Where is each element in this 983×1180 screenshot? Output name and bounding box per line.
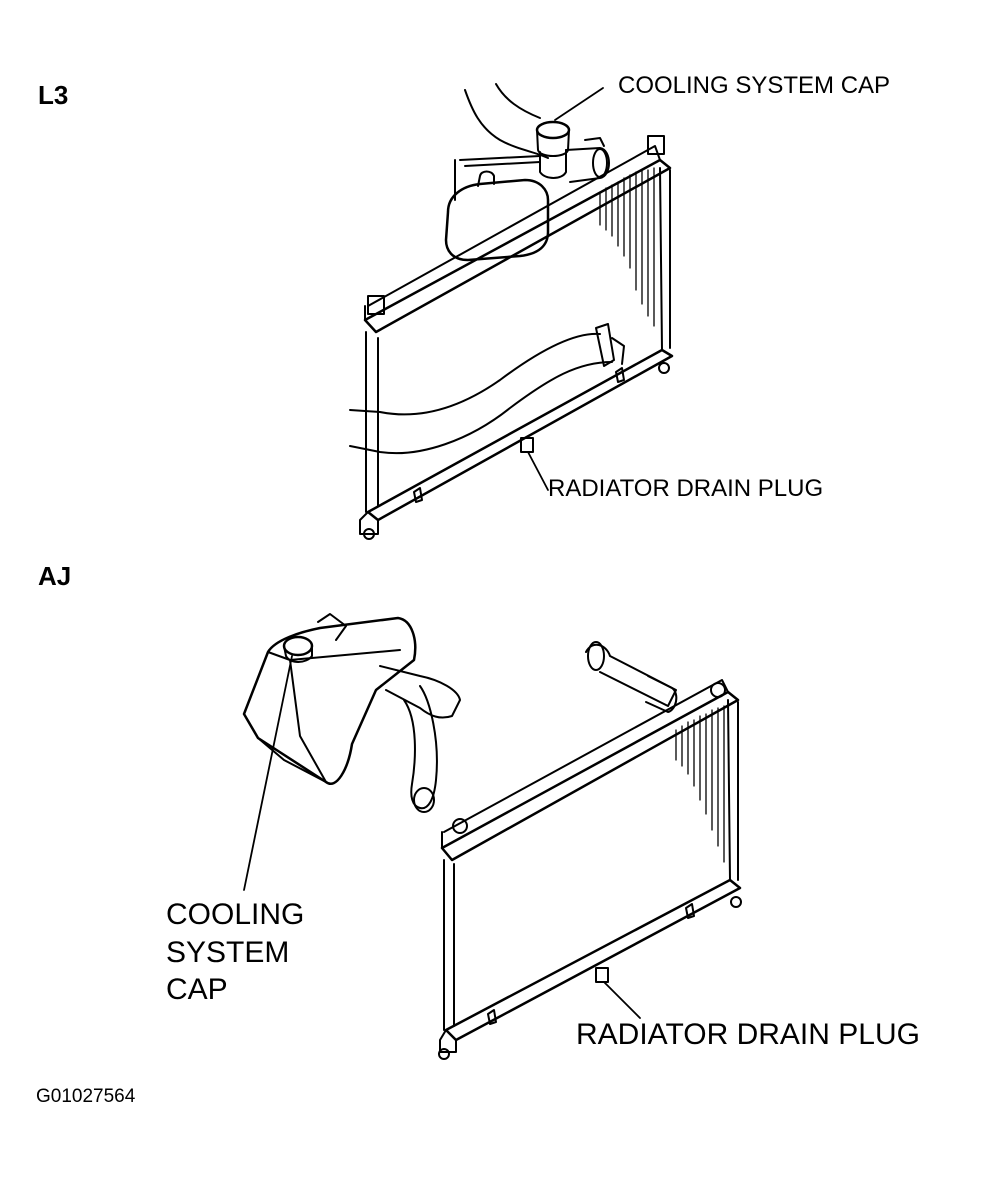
panel-label-l3: L3	[38, 80, 69, 110]
aj-core-right	[727, 699, 739, 881]
l3-cap-leader-line	[554, 87, 604, 121]
aj-radiator-assembly	[242, 613, 742, 1060]
aj-radiator-drain-plug	[595, 967, 609, 983]
aj-drain-leader-line	[603, 981, 641, 1019]
l3-bottom-tank	[366, 348, 674, 522]
l3-core-left	[365, 331, 379, 513]
aj-cap-label-line-1: COOLING	[166, 898, 305, 931]
l3-lower-hose	[349, 332, 601, 416]
l3-radiator-drain-plug	[520, 437, 534, 453]
aj-cooling-system-cap-label: COOLING SYSTEM CAP	[166, 896, 304, 1009]
aj-top-tank	[440, 690, 740, 862]
l3-fins	[599, 167, 655, 327]
aj-bottom-tank	[444, 878, 742, 1042]
figure-id: G01027564	[36, 1086, 136, 1107]
aj-reservoir-hose	[379, 665, 461, 719]
aj-reservoir-tank	[242, 616, 417, 785]
l3-upper-hose-right	[495, 83, 541, 119]
aj-cap-leader-line	[243, 655, 293, 891]
aj-cap-label-line-3: CAP	[166, 973, 228, 1006]
l3-top-tank	[363, 158, 672, 334]
panel-label-aj: AJ	[38, 561, 72, 591]
aj-cap-label-line-2: SYSTEM	[166, 935, 290, 969]
l3-cooling-system-cap-label: COOLING SYSTEM CAP	[618, 72, 891, 99]
l3-upper-hose-left	[464, 89, 549, 159]
aj-fins	[675, 705, 725, 863]
aj-cooling-system-cap	[282, 635, 314, 657]
aj-radiator-drain-plug-label: RADIATOR DRAIN PLUG	[576, 1018, 920, 1051]
aj-upper-hose	[585, 643, 677, 707]
aj-core-left	[443, 859, 455, 1031]
l3-drain-leader-line	[527, 451, 549, 491]
l3-core-right	[659, 167, 671, 351]
l3-radiator-drain-plug-label: RADIATOR DRAIN PLUG	[548, 475, 824, 502]
l3-cooling-system-cap	[535, 120, 571, 140]
l3-radiator-assembly	[349, 83, 674, 540]
